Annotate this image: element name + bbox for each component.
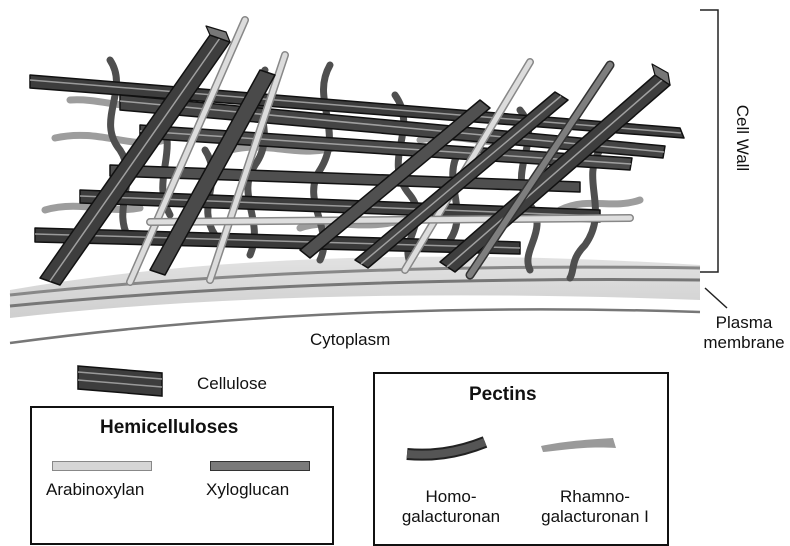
hemicelluloses-legend-box: Hemicelluloses Arabinoxylan Xyloglucan [30, 406, 334, 545]
rhamno-line2: galacturonan I [525, 507, 665, 527]
homogalacturonan-label: Homo- galacturonan [391, 487, 511, 527]
cellulose-legend-swatch [78, 366, 162, 396]
plasma-label-line2: membrane [698, 333, 790, 353]
plasma-membrane-pointer [705, 288, 727, 308]
cell-wall-bracket [700, 10, 718, 272]
pectins-title: Pectins [469, 384, 537, 406]
pectin-swatches [375, 424, 667, 484]
cellulose-legend-label: Cellulose [197, 374, 267, 394]
homo-line2: galacturonan [391, 507, 511, 527]
rhamnogalacturonan-swatch [541, 438, 616, 452]
plasma-label-line1: Plasma [698, 313, 790, 333]
cytoplasm-label: Cytoplasm [310, 330, 390, 350]
xyloglucan-swatch [210, 461, 310, 471]
rhamnogalacturonan-label: Rhamno- galacturonan I [525, 487, 665, 527]
hemicelluloses-title: Hemicelluloses [100, 417, 238, 439]
plasma-membrane-label: Plasma membrane [698, 313, 790, 353]
pectins-legend-box: Pectins Homo- galacturonan Rhamno- galac… [373, 372, 669, 546]
cell-wall-label: Cell Wall [732, 98, 752, 178]
xyloglucan-label: Xyloglucan [206, 480, 289, 500]
arabinoxylan-swatch [52, 461, 152, 471]
rhamno-line1: Rhamno- [525, 487, 665, 507]
arabinoxylan-label: Arabinoxylan [46, 480, 144, 500]
homo-line1: Homo- [391, 487, 511, 507]
